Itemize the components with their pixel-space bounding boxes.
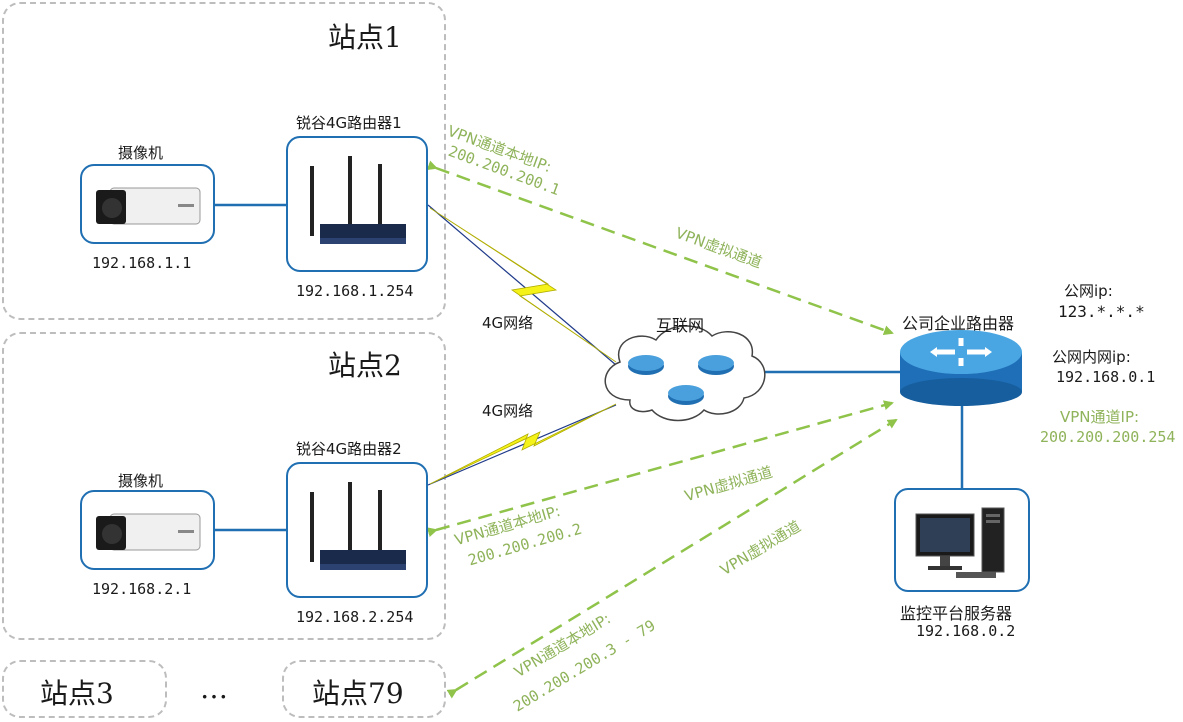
site1-camera-ip: 192.168.1.1 [92, 254, 192, 272]
site3-box [2, 660, 167, 718]
site1-router-box [286, 136, 428, 272]
lan-ip: 192.168.0.1 [1056, 368, 1156, 386]
lan-ip-label: 公网内网ip: [1052, 348, 1131, 366]
site1-camera-label: 摄像机 [118, 144, 164, 162]
ellipsis: … [200, 672, 228, 705]
site79-title: 站点79 [312, 677, 404, 710]
4g-router-icon [310, 156, 406, 244]
camera-icon [96, 187, 201, 225]
company-router-icon [900, 330, 1022, 406]
site2-router-label: 锐谷4G路由器2 [296, 440, 402, 458]
vpn-tunnel-site1 [426, 160, 894, 335]
vpn-tunnel-site79 [446, 418, 898, 699]
site79-box [282, 660, 446, 718]
site2-router-box [286, 462, 428, 598]
vpn-ip-label: VPN通道IP: [1060, 408, 1140, 426]
public-ip: 123.*.*.* [1058, 302, 1145, 321]
server-box [894, 488, 1030, 592]
camera-icon [96, 513, 201, 551]
site2-camera-ip: 192.168.2.1 [92, 580, 192, 598]
site2-router-ip: 192.168.2.254 [296, 608, 414, 626]
company-router-label: 公司企业路由器 [902, 314, 1015, 333]
server-label: 监控平台服务器 [900, 604, 1013, 623]
vpn-ip: 200.200.200.254 [1040, 428, 1176, 446]
server-computer-icon [915, 507, 1005, 578]
site1-router-ip: 192.168.1.254 [296, 282, 414, 300]
site3-title: 站点3 [40, 677, 114, 710]
site1-router-label: 锐谷4G路由器1 [296, 114, 402, 132]
site2-camera-label: 摄像机 [118, 472, 164, 490]
site2-title: 站点2 [328, 349, 402, 382]
site2-camera-box [80, 490, 215, 570]
public-ip-label: 公网ip: [1064, 282, 1113, 300]
4g-router-icon [310, 482, 406, 570]
cellular-label-1: 4G网络 [482, 314, 534, 332]
cellular-label-2: 4G网络 [482, 402, 534, 420]
site1-title: 站点1 [328, 21, 402, 54]
vpn-tunnel-site2 [426, 400, 894, 537]
server-ip: 192.168.0.2 [916, 622, 1016, 640]
site1-camera-box [80, 164, 215, 244]
site1-router-cloud-link [427, 204, 617, 366]
internet-cloud-icon [604, 325, 766, 422]
internet-label: 互联网 [656, 316, 705, 335]
